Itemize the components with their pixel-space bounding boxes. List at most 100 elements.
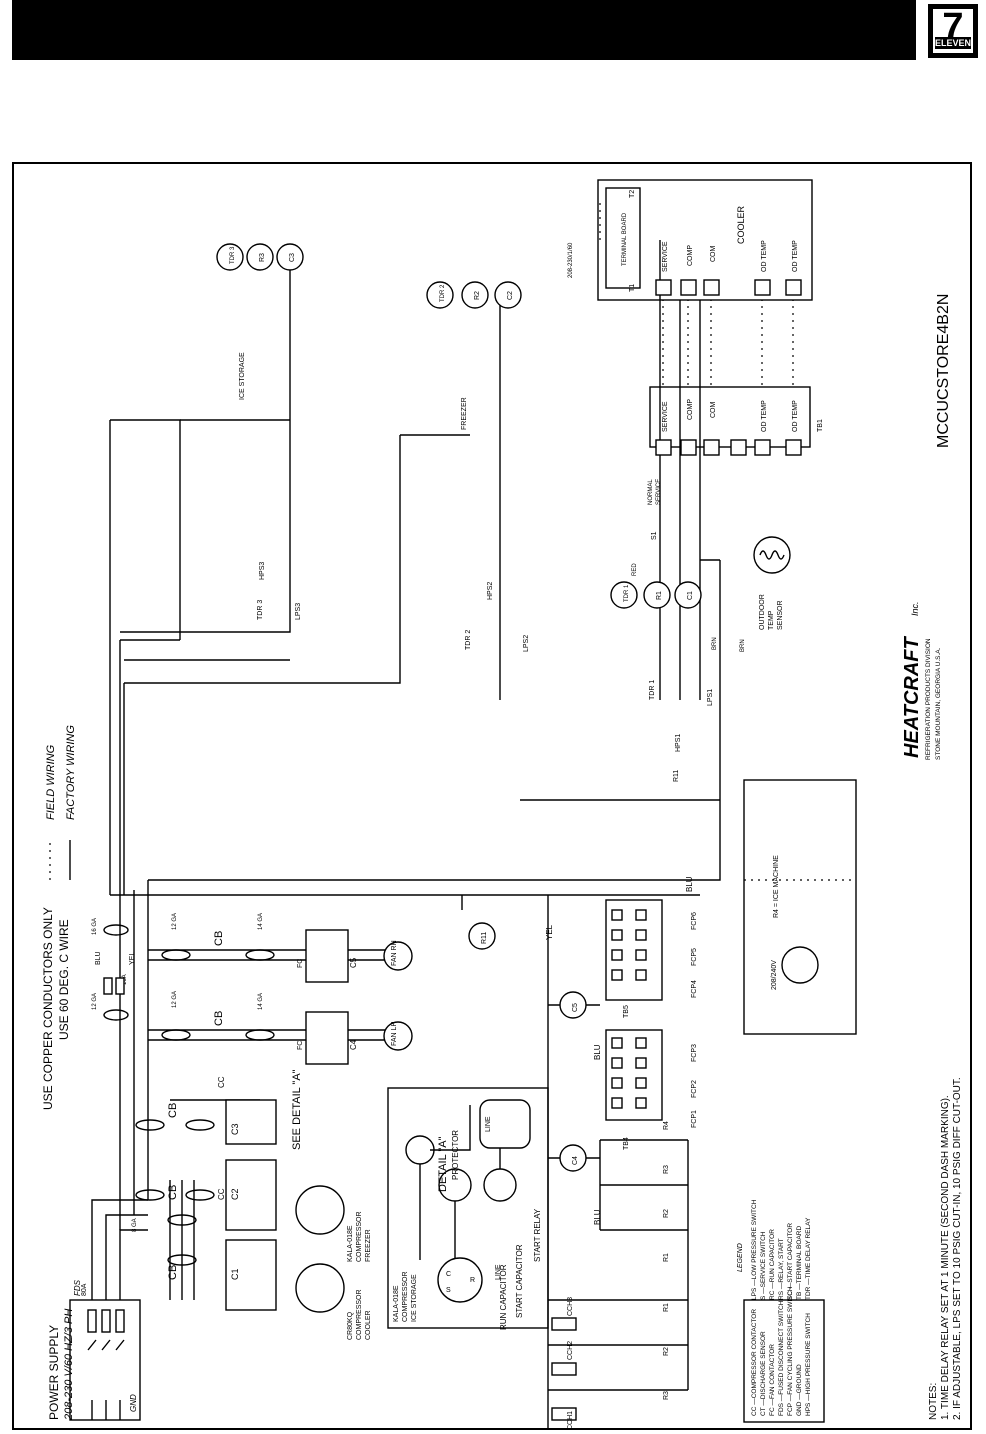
- cch1-label: CCH1: [567, 1411, 574, 1430]
- cb-label-1: CB: [167, 1265, 179, 1280]
- cooler-tb-label: TERMINAL BOARD: [622, 212, 628, 266]
- ice-compressor-circuit: C3 CB CC SEE DETAIL "A": [135, 1069, 303, 1150]
- fuse-3: [115, 1309, 125, 1333]
- fan-lh: [383, 1021, 413, 1051]
- relay-coil-r11: [468, 922, 496, 950]
- contactor-c5: [305, 929, 349, 983]
- note-1: 1. TIME DELAY RELAY SET AT 1 MINUTE (SEC…: [940, 1095, 951, 1420]
- ice-machine-frame: [743, 779, 857, 1035]
- lps2-label: LPS2: [523, 635, 530, 652]
- r3-contact-b: R3: [663, 1165, 670, 1174]
- legend-title: LEGEND: [737, 1243, 744, 1272]
- cooler-comp-model: CR80KQ: [347, 1311, 354, 1340]
- cooler-terminal-board: [605, 187, 641, 289]
- cb-label-4: CB: [213, 1011, 225, 1026]
- contactor-c4: [305, 1011, 349, 1065]
- gauge-8: 8 GA: [132, 1218, 138, 1232]
- fuse-10a-symbol-2: [103, 977, 113, 995]
- c1-coil: [674, 581, 702, 609]
- s1-label: S1: [651, 531, 658, 540]
- c2-coil-label: C2: [507, 291, 514, 300]
- cooler-od-temp-1: [754, 279, 771, 296]
- contactor-c3: [225, 1099, 277, 1145]
- tb1-label-service: SERVICE: [662, 401, 669, 432]
- fds-label: FDS: [73, 1279, 82, 1296]
- run-capacitor: [483, 1168, 517, 1202]
- r3-coil: [246, 243, 274, 271]
- cch3: [551, 1317, 577, 1331]
- cc-label-1: CC: [217, 1188, 226, 1200]
- r4-contact-label: R4: [663, 1121, 670, 1130]
- fds-box: [69, 1299, 141, 1421]
- c3-label: C3: [230, 1123, 240, 1135]
- cooler-frame: [597, 179, 813, 301]
- sensor-line-1: OUTDOOR: [759, 594, 766, 630]
- cooler-label-od-1: OD TEMP: [761, 240, 768, 272]
- freezer-comp-model: KALA-018E: [347, 1225, 354, 1262]
- r3-coil-label: R3: [259, 253, 266, 262]
- cb-label-5: CB: [213, 931, 225, 946]
- start-cap-label: START CAPACITOR: [515, 1244, 524, 1318]
- legend-s: S —SERVICE SWITCH: [760, 1231, 767, 1300]
- r2-coil: [461, 281, 489, 309]
- cooler-compressor-circuit: C1 CB CR80KQ COMPRESSOR COOLER: [167, 1180, 372, 1340]
- terminal-s: S: [446, 1287, 451, 1294]
- hps3-label: HPS3: [259, 562, 266, 580]
- fuse-rating: 80A: [81, 1283, 88, 1296]
- terminal-c: C: [446, 1271, 451, 1278]
- tb1-blank: [730, 439, 747, 456]
- notes-title: NOTES:: [928, 1383, 939, 1420]
- r2-contact-label: R2: [663, 1347, 670, 1356]
- terminal-blocks: TB4 TB5 FCP1 FCP2 FCP3 FCP4 FCP5 FCP6: [605, 899, 698, 1150]
- fuse-10a: 10A: [122, 974, 128, 985]
- freezer-compressor-circuit: C2 CB CC KALA-018E COMPRESSOR FREEZER: [135, 1099, 372, 1262]
- c5-label: C5: [349, 957, 358, 968]
- hps2-label: HPS2: [487, 582, 494, 600]
- tb1: SERVICE COMP COM OD TEMP OD TEMP TB1: [649, 386, 824, 456]
- tb1-comp: [680, 439, 697, 456]
- fc-label-2: FC: [297, 959, 304, 968]
- brand-line-1: REFRIGERATION PRODUCTS DIVISION: [925, 638, 932, 760]
- tdr1-coil-label: TDR 1: [624, 584, 630, 602]
- legend-fds: FDS —FUSED DISCONNECT SWITCH: [778, 1300, 785, 1416]
- cooler-comp-section: COOLER: [365, 1310, 372, 1340]
- legend-cc: CC —COMPRESSOR CONTACTOR: [751, 1309, 758, 1416]
- sensor-line-3: SENSOR: [777, 600, 784, 630]
- wire-yel-1: YEL: [129, 952, 136, 965]
- legend-rs: RS —RELAY, START: [778, 1238, 785, 1300]
- c2-label: C2: [230, 1188, 240, 1200]
- wire-red: RED: [632, 563, 638, 576]
- wire-yel-2: YEL: [545, 924, 554, 940]
- cch2: [551, 1362, 577, 1376]
- legend: LEGEND CC —COMPRESSOR CONTACTOR CT —DISC…: [737, 1199, 825, 1423]
- fan-rh-label: FAN RH: [391, 940, 398, 966]
- motor-terminals: [437, 1257, 483, 1303]
- r1-coil-label: R1: [656, 591, 663, 600]
- cooler-com: [703, 279, 720, 296]
- see-detail-label: SEE DETAIL "A": [291, 1069, 303, 1150]
- legend-lps: LPS —LOW PRESSURE SWITCH: [751, 1199, 758, 1300]
- fan-motor-c4: [559, 1144, 587, 1172]
- line-label-1: LINE: [485, 1116, 492, 1132]
- tdr1-contact-label: TDR 1: [649, 680, 656, 700]
- wiring-key: FIELD WIRING FACTORY WIRING: [45, 725, 77, 880]
- r11-label: R11: [481, 932, 488, 944]
- diagram-frame: [12, 162, 972, 1430]
- cb-label-3: CB: [167, 1103, 179, 1118]
- ice-comp-model: KALA-018E: [393, 1285, 400, 1322]
- c4-label: C4: [349, 1039, 358, 1050]
- fcp2-label: FCP2: [691, 1080, 698, 1098]
- legend-fc: FC —FAN CONTACTOR: [769, 1344, 776, 1416]
- legend-ct: CT —DISCHARGE SENSOR: [760, 1331, 767, 1416]
- hps1-label: HPS1: [675, 734, 682, 752]
- detail-a: KALA-018E COMPRESSOR ICE STORAGE DETAIL …: [387, 1087, 549, 1330]
- tb1-od-temp-1: [754, 439, 771, 456]
- conductor-notice: USE COPPER CONDUCTORS ONLY USE 60 DEG. C…: [41, 907, 71, 1110]
- cb-label-2: CB: [167, 1185, 179, 1200]
- model-number: MCCUCSTORE4B2N: [935, 294, 952, 448]
- tb1-label-od-2: OD TEMP: [792, 400, 799, 432]
- freezer-comp-section: FREEZER: [365, 1229, 372, 1262]
- c4-coil-label: C4: [572, 1156, 579, 1165]
- start-relay-label: START RELAY: [533, 1208, 542, 1262]
